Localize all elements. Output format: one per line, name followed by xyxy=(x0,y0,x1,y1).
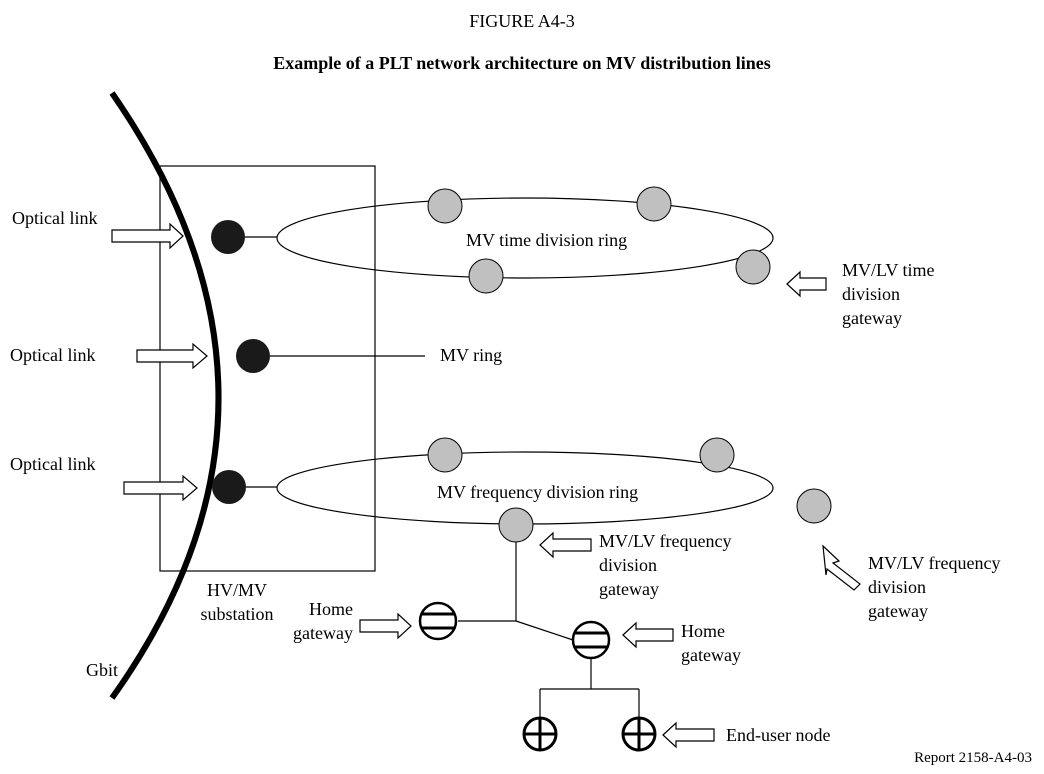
arrow-right-optical-link-3 xyxy=(123,474,198,502)
gbit-label: Gbit xyxy=(86,660,118,680)
gbit-backbone-line xyxy=(109,91,222,700)
mv-ring-label: MV ring xyxy=(440,345,502,365)
arrow-right-optical-link-2 xyxy=(136,342,208,370)
backbone-node-freq xyxy=(212,470,246,504)
home-gateway-2-label-2: gateway xyxy=(681,645,741,665)
arrow-right-optical-link-1 xyxy=(111,222,184,250)
backbone-node-time xyxy=(211,220,245,254)
home-gateway-1-label-2: gateway xyxy=(293,623,353,643)
optical-link-label-2: Optical link xyxy=(10,345,95,365)
arrow-right-home-gw-1 xyxy=(359,612,412,640)
end-user-node-2 xyxy=(621,716,657,752)
time-ring-node xyxy=(427,188,463,224)
home-gateway-node-1 xyxy=(418,601,458,641)
mvlv-freq-gateway-1-label-2: division xyxy=(599,555,657,575)
mvlv-time-gateway-label-1: MV/LV time xyxy=(842,260,935,280)
arrow-left-mvlv-freq-gw-1 xyxy=(539,531,592,559)
figure-reference: Report 2158-A4-03 xyxy=(914,750,1032,766)
home-gateway-2-label-1: Home xyxy=(681,621,725,641)
mvlv-freq-gateway-1-label-3: gateway xyxy=(599,579,659,599)
end-user-node-label: End-user node xyxy=(726,725,830,745)
mvlv-freq-gateway-2-label-3: gateway xyxy=(868,601,928,621)
mvlv-freq-gateway-2-label-2: division xyxy=(868,577,926,597)
optical-link-label-3: Optical link xyxy=(10,454,95,474)
optical-link-label-1: Optical link xyxy=(12,208,97,228)
arrow-diagonal-mvlv-freq-gw-2 xyxy=(822,544,861,591)
freq-ring-gateway-node xyxy=(498,507,534,543)
figure-number: FIGURE A4-3 xyxy=(469,11,575,31)
end-user-node-1 xyxy=(522,716,558,752)
mvlv-time-gateway-label-3: gateway xyxy=(842,308,902,328)
freq-ring-gateway-node xyxy=(796,488,832,524)
mvlv-time-gateway-label-2: division xyxy=(842,284,900,304)
mv-freq-ring-label: MV frequency division ring xyxy=(437,482,638,502)
time-ring-node xyxy=(636,186,672,222)
home-gateway-1-label-1: Home xyxy=(309,599,353,619)
figure-title: Example of a PLT network architecture on… xyxy=(273,53,771,73)
mvlv-freq-gateway-2-label-1: MV/LV frequency xyxy=(868,553,1000,573)
time-ring-gateway-node xyxy=(735,249,771,285)
hvmv-substation-box xyxy=(159,165,376,572)
arrow-left-mvlv-time-gw xyxy=(786,270,827,298)
hvmv-substation-label-2: substation xyxy=(200,604,273,624)
home-gateway-node-2 xyxy=(571,620,611,660)
mvlv-freq-gateway-1-label-1: MV/LV frequency xyxy=(599,531,731,551)
lv-line xyxy=(515,620,574,641)
arrow-left-home-gw-2 xyxy=(622,621,674,649)
arrow-left-end-user xyxy=(662,721,715,749)
hvmv-substation-label-1: HV/MV xyxy=(207,580,267,600)
mv-time-ring-label: MV time division ring xyxy=(466,230,627,250)
mv-time-division-ring xyxy=(276,197,774,279)
time-ring-node xyxy=(468,258,504,294)
freq-ring-node xyxy=(427,437,463,473)
freq-ring-node xyxy=(699,437,735,473)
backbone-node-mv xyxy=(236,339,270,373)
